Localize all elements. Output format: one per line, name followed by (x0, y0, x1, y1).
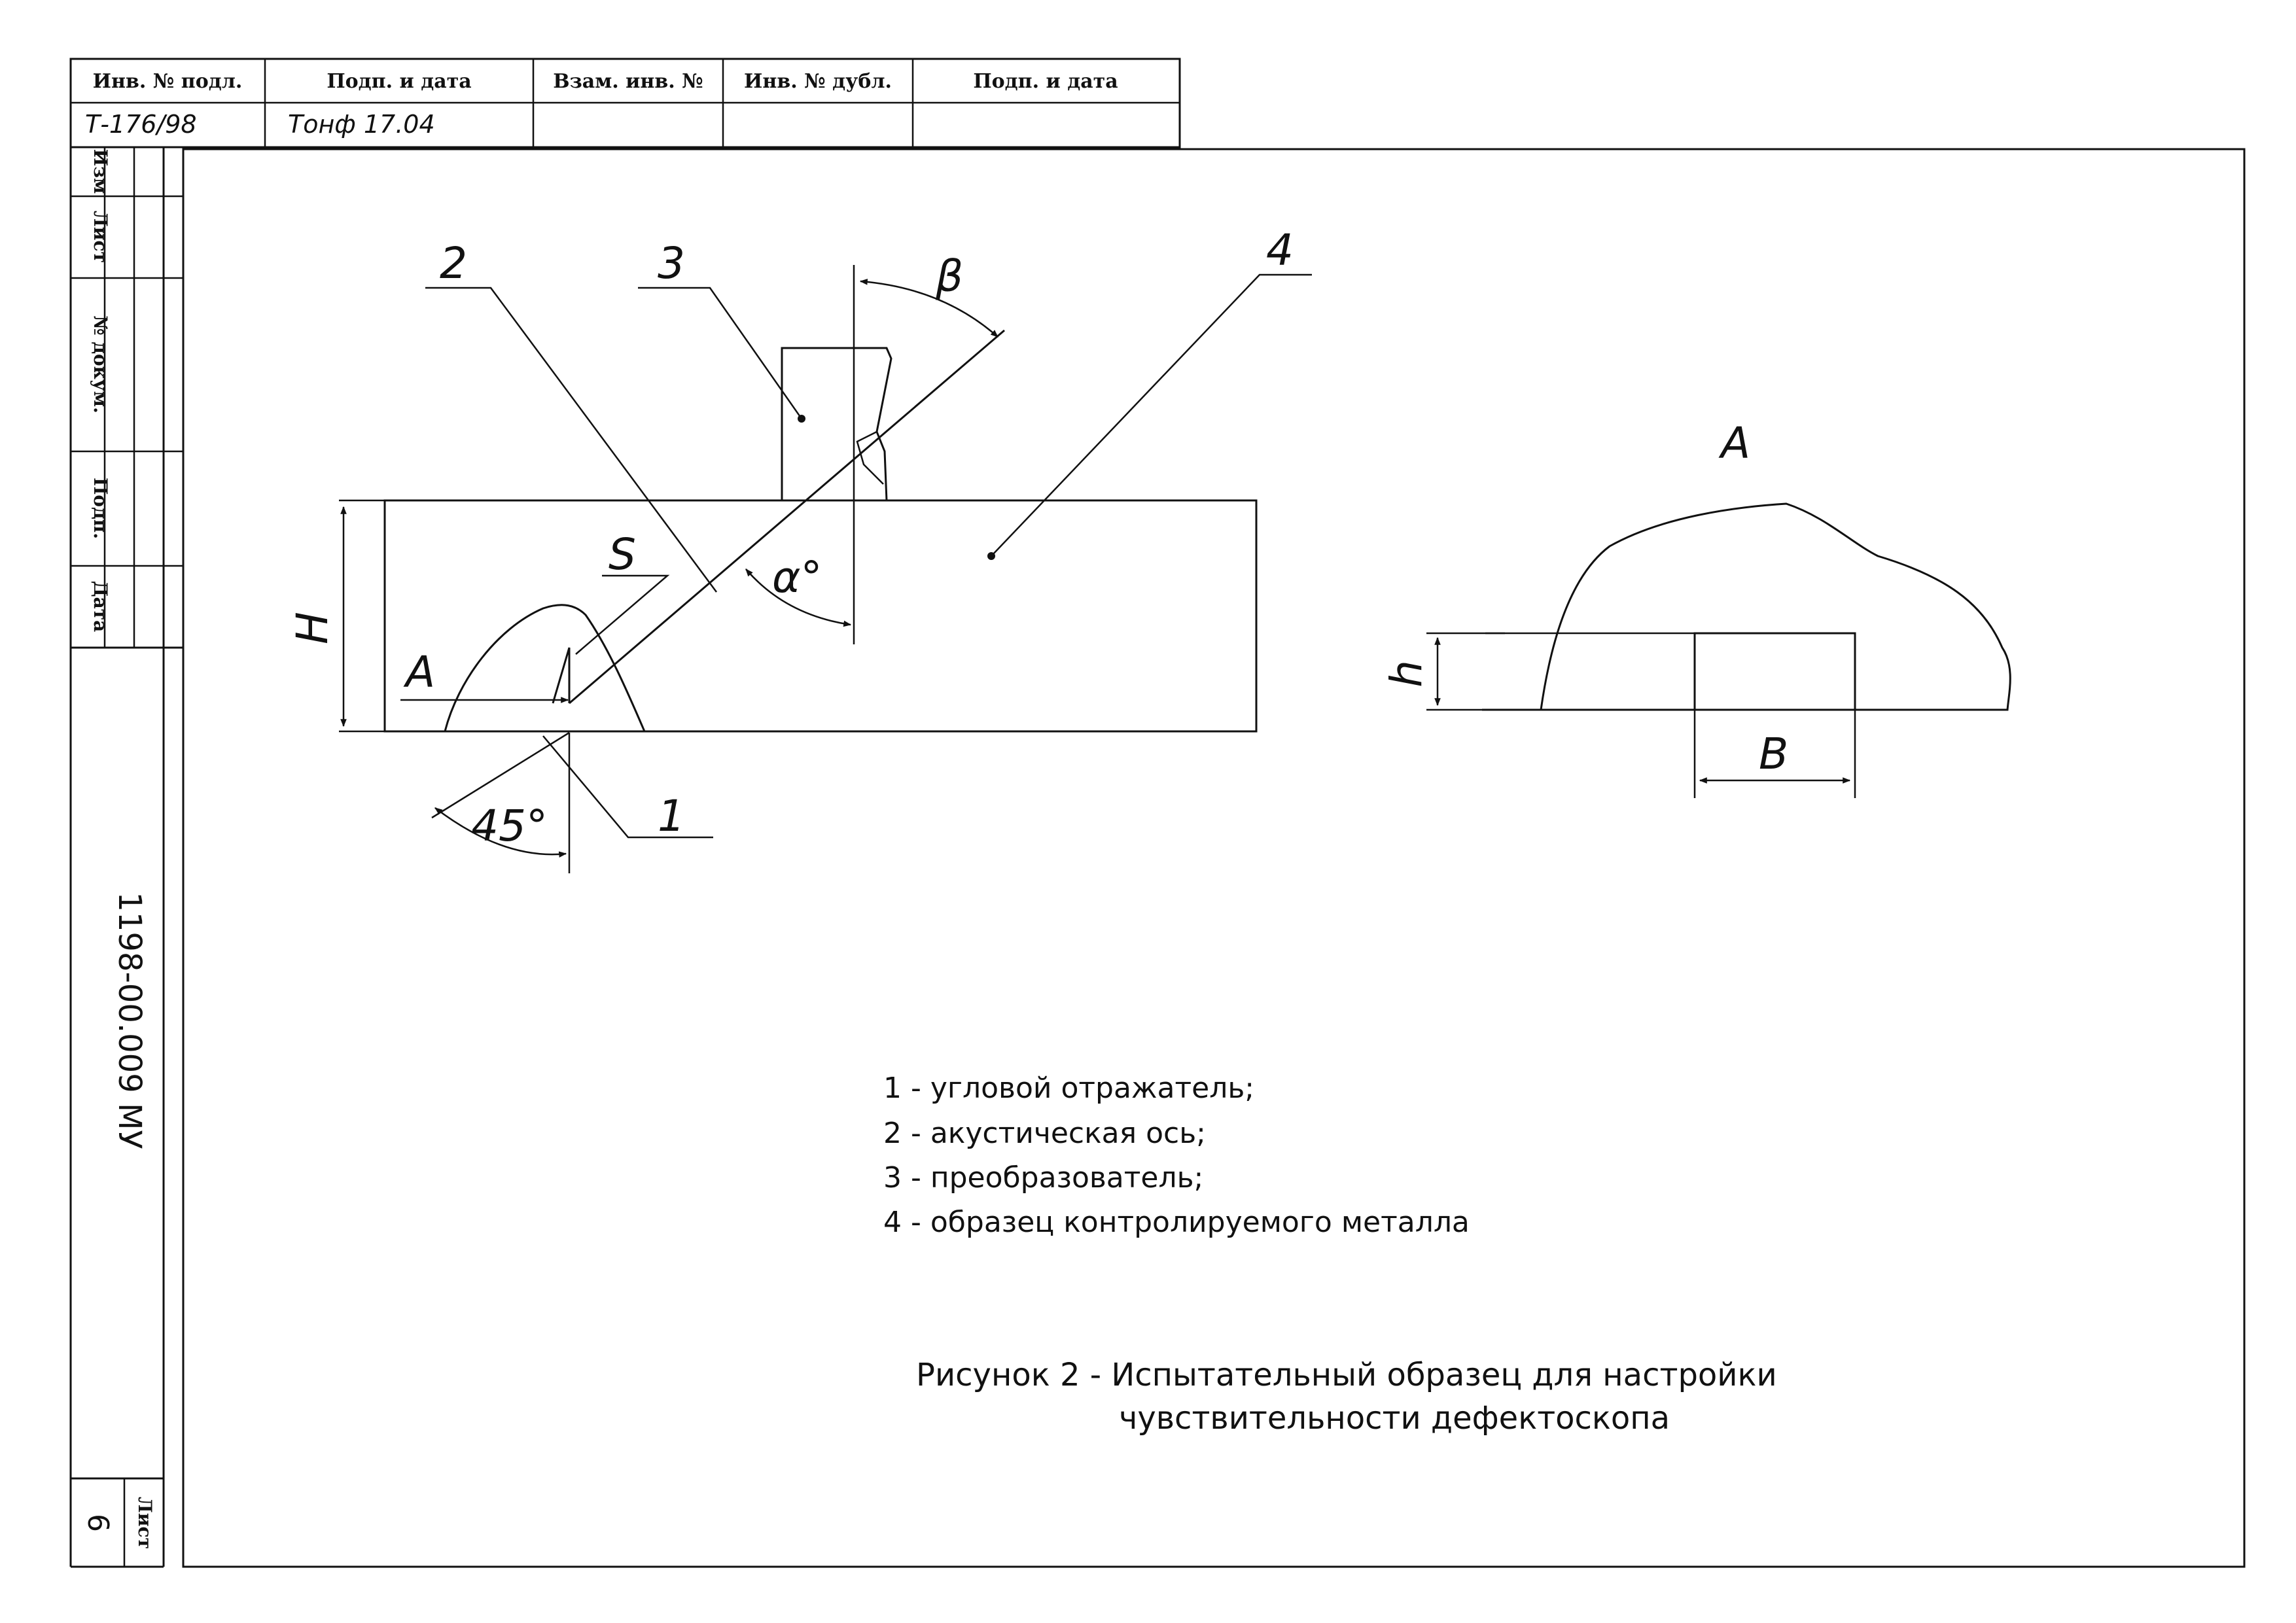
angle-beta-arc (859, 279, 998, 338)
legend-item-4: 4 - образец контролируемого металла (883, 1206, 1470, 1239)
stamp-header-podp-data: Подп. и дата (327, 70, 471, 93)
leader-3 (638, 287, 803, 419)
stamp-header-inv-podl: Инв. № подл. (93, 70, 243, 93)
label-view-A: A (1718, 418, 1750, 468)
legend-item-1: 1 - угловой отражатель; (883, 1072, 1254, 1105)
leader-1 (542, 735, 713, 839)
stamp-header-inv-dubl: Инв. № дубл. (744, 70, 892, 93)
caption-line-2: чувствительности дефектоскопа (1119, 1400, 1670, 1437)
leader-2 (425, 287, 718, 593)
label-H: H (287, 612, 338, 644)
legend: 1 - угловой отражатель; 2 - акустическая… (883, 1072, 1470, 1239)
label-4: 4 (1266, 225, 1294, 275)
acoustic-axis (569, 329, 1005, 705)
top-stamp-table: Инв. № подл. Подп. и дата Взам. инв. № И… (69, 58, 1181, 148)
specimen-diagram: H A 45° 1 S β α° 2 3 (287, 225, 1312, 873)
side-stamp-data: Дата (90, 581, 111, 633)
stamp-value-podp-data: Тонф 17.04 (288, 110, 435, 139)
stamp-value-inv-podl: Т-176/98 (85, 110, 197, 139)
leader-S (575, 574, 670, 655)
label-S: S (609, 529, 636, 580)
label-2: 2 (440, 238, 467, 288)
transducer-body (781, 347, 892, 501)
angle-alpha-arc (745, 568, 852, 627)
leader-4 (991, 273, 1312, 557)
sheet-label: Лист (134, 1497, 156, 1549)
side-stamp-izm: Изм (90, 149, 111, 194)
label-3: 3 (658, 238, 685, 288)
specimen-block (383, 499, 1258, 733)
view-A-section: h B A (1381, 418, 2011, 798)
left-margin-strip: Изм Лист № докум. Подп. Дата 1198-00.009… (69, 147, 183, 1568)
corner-reflector (552, 647, 571, 704)
side-stamp-podp: Подп. (90, 478, 111, 539)
side-stamp-list: Лист (90, 211, 111, 263)
label-45: 45° (471, 801, 548, 851)
label-B: B (1759, 729, 1788, 779)
angle-45-arc (434, 807, 567, 858)
side-stamp-dokum: № докум. (90, 315, 111, 413)
drawing-frame (182, 148, 2246, 1568)
notch-rect (1693, 632, 1856, 711)
label-alpha: α° (772, 552, 822, 602)
figure-caption: Рисунок 2 - Испытательный образец для на… (916, 1357, 1777, 1437)
label-beta: β (935, 251, 963, 302)
legend-item-2: 2 - акустическая ось; (883, 1117, 1206, 1150)
document-number: 1198-00.009 МУ (111, 892, 148, 1149)
label-1: 1 (658, 791, 685, 841)
section-hatch (1540, 502, 2011, 711)
stamp-header-podp-data-2: Подп. и дата (973, 70, 1118, 93)
legend-item-3: 3 - преобразователь; (883, 1161, 1203, 1195)
reflector-hatch (444, 604, 646, 733)
label-h: h (1381, 660, 1432, 688)
stamp-header-vzam-inv: Взам. инв. № (553, 70, 703, 93)
caption-line-1: Рисунок 2 - Испытательный образец для на… (916, 1357, 1777, 1393)
sheet-number: 6 (81, 1514, 115, 1532)
label-A-left: A (403, 647, 435, 697)
